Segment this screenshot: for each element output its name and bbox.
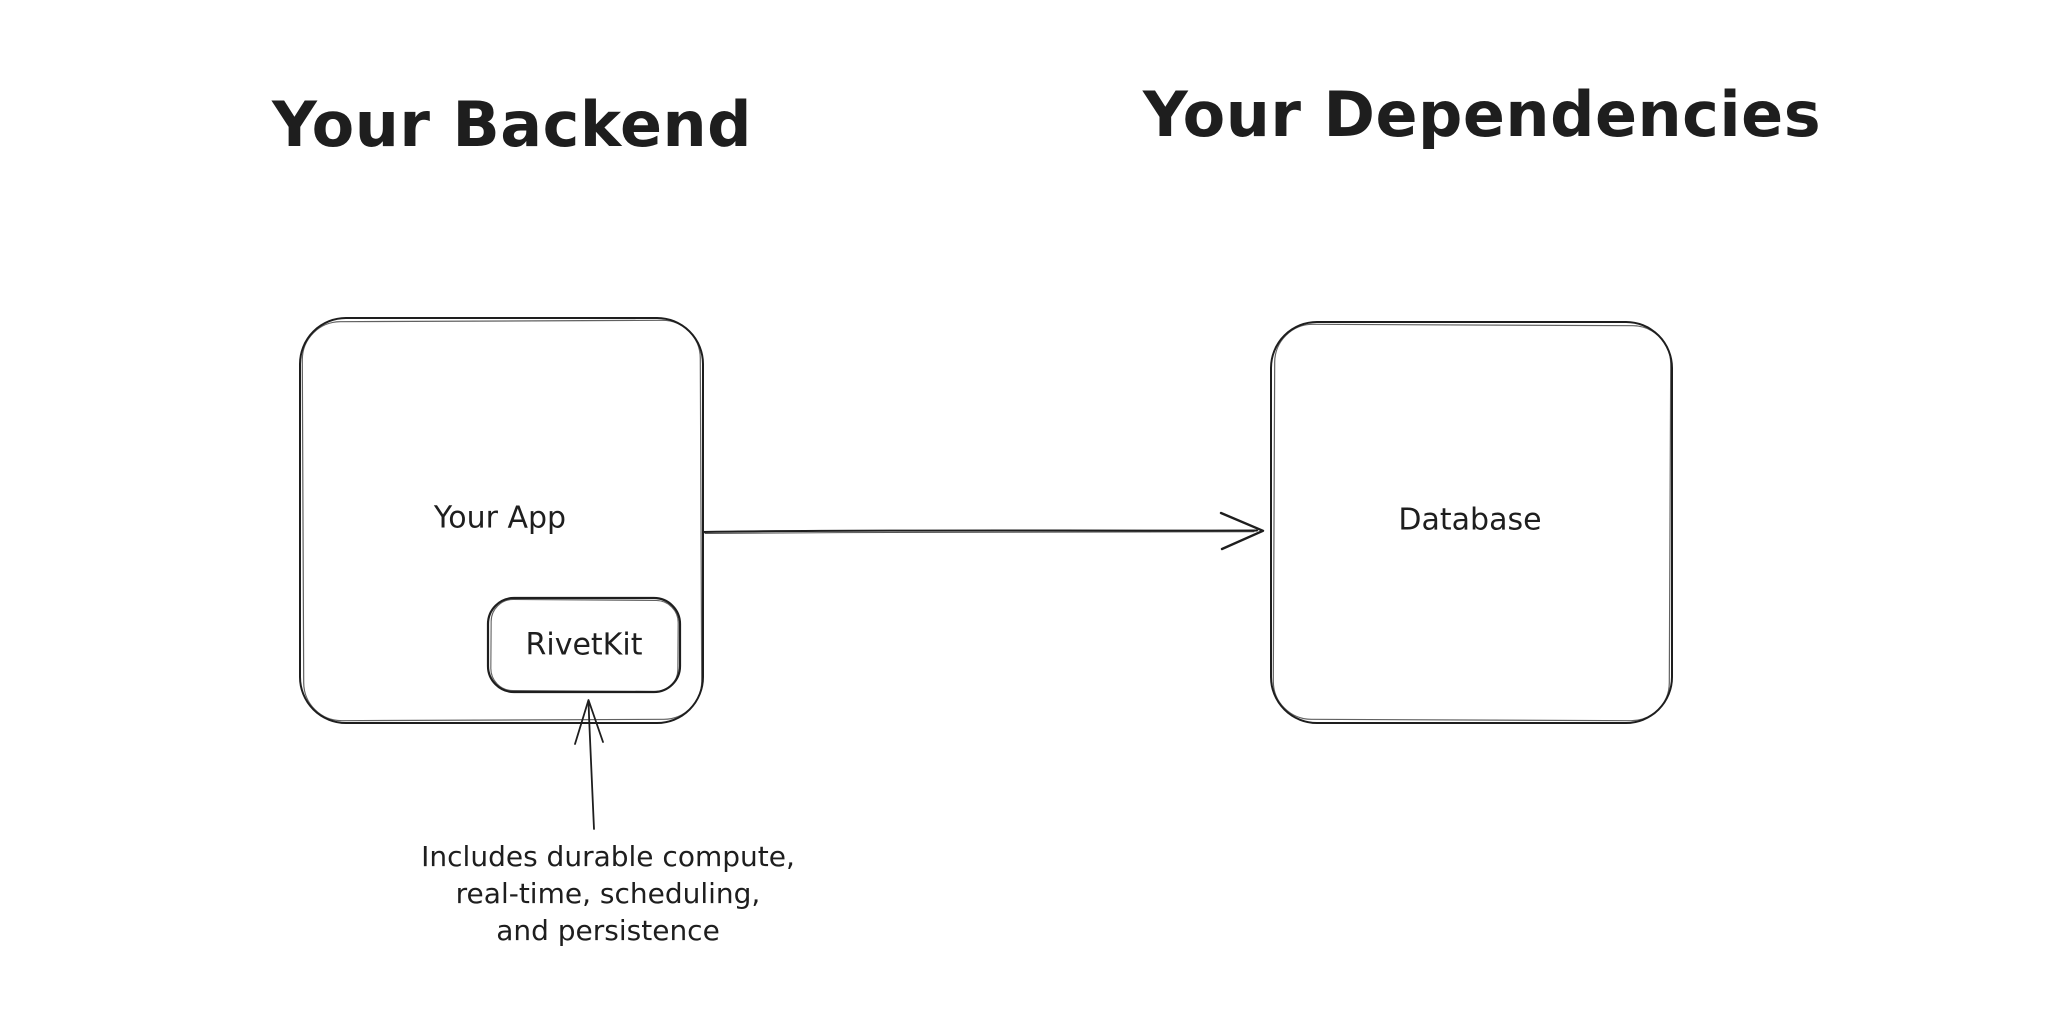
your-app-box: [299, 317, 704, 724]
rivetkit-label: RivetKit: [525, 627, 643, 663]
app-to-database-arrow: [702, 511, 1265, 551]
arrowhead-up-icon: [574, 699, 604, 745]
database-label: Database: [1398, 502, 1542, 538]
annotation-arrow: [574, 699, 604, 830]
database-box: [1270, 321, 1673, 724]
rivetkit-annotation: Includes durable compute, real-time, sch…: [421, 840, 795, 947]
rivetkit-box: [486, 596, 682, 694]
backend-title: Your Backend: [271, 88, 753, 161]
arrowhead-right-icon: [1219, 511, 1265, 551]
your-app-label: Your App: [433, 500, 567, 536]
dependencies-title: Your Dependencies: [1142, 78, 1822, 151]
